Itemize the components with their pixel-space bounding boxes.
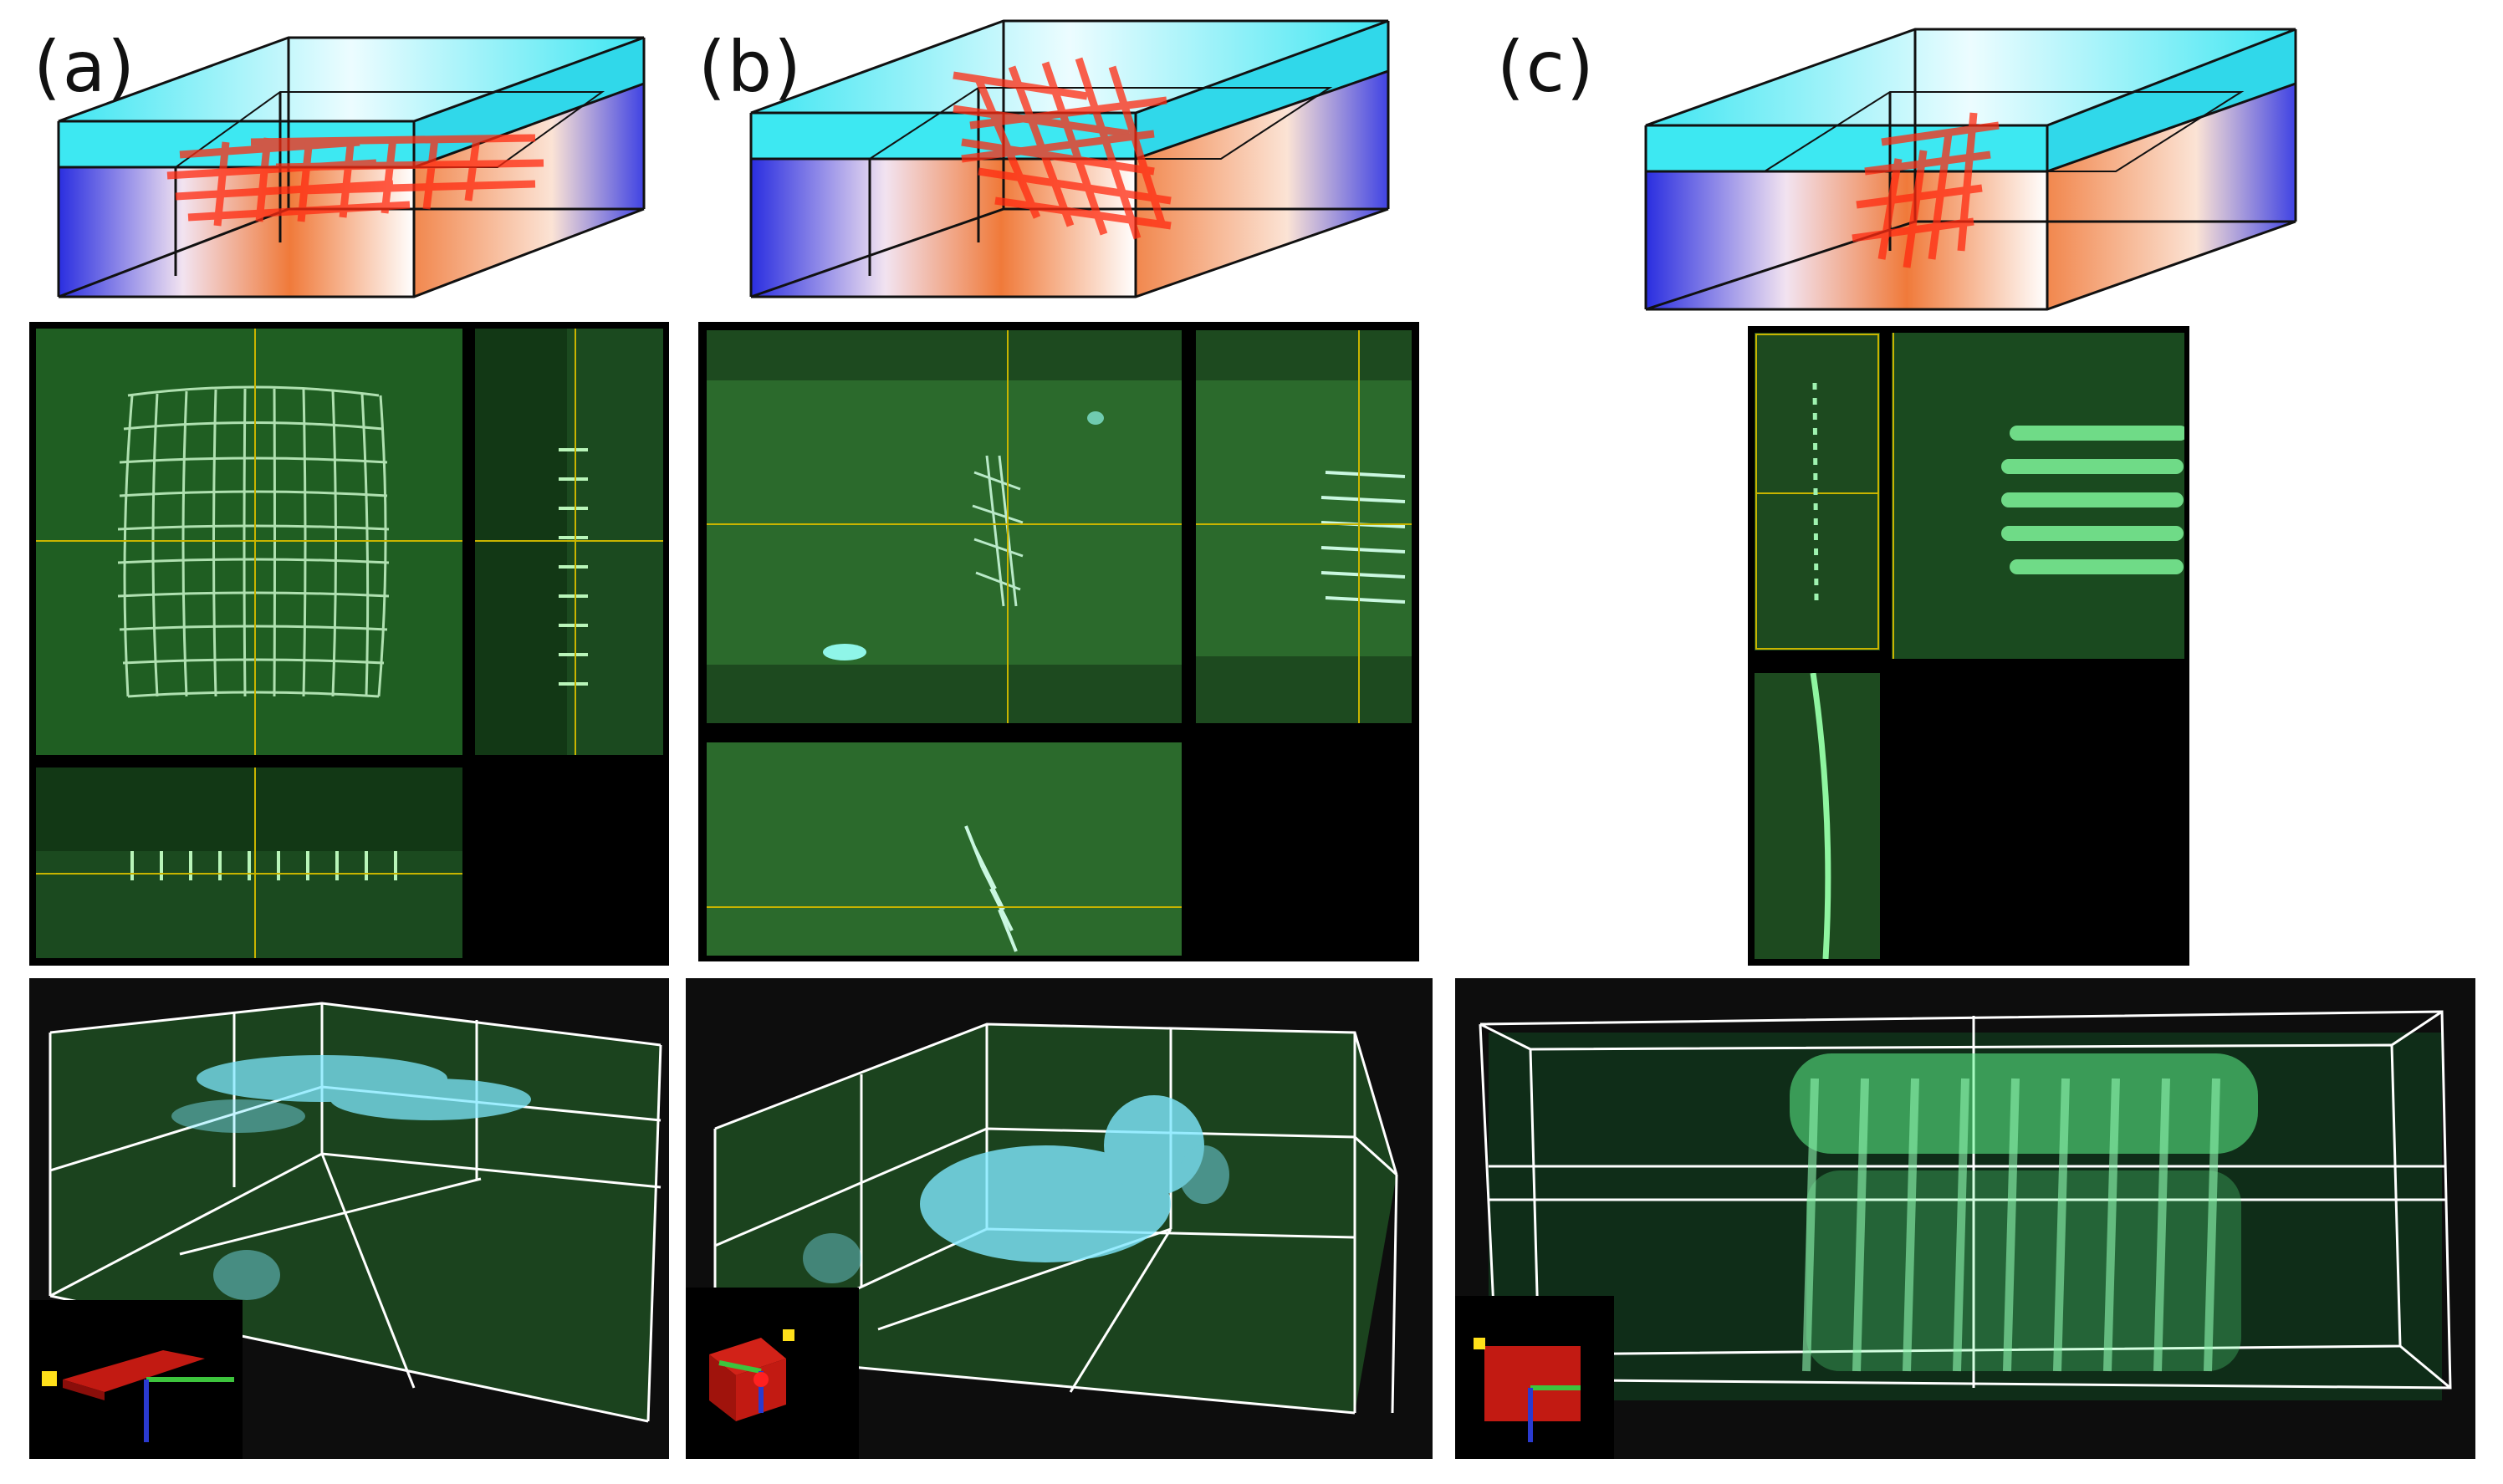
render-3d-b-scene [686, 1022, 1398, 1459]
panel-label-c: (c) [1497, 26, 1596, 108]
ortho-yz-b [1196, 330, 1412, 723]
panel-label-b: (b) [698, 26, 803, 108]
ortho-yz-a [475, 329, 663, 755]
ortho-xy-c [1755, 333, 1880, 650]
render-3d-c-scene [1455, 1010, 2452, 1459]
laser-lattice-a [166, 134, 544, 227]
ortho-yz-c [1892, 333, 2184, 659]
ortho-xy-b [707, 330, 1182, 723]
bounding-box-icon-c [1479, 1010, 2452, 1390]
cell-blob [823, 644, 866, 660]
orientation-axes-icon [42, 1350, 234, 1442]
lattice-3d-b [803, 1095, 1229, 1283]
ortho-xz-b [707, 742, 1182, 956]
laser-lattice-b [953, 57, 1172, 240]
schematic-box-a [57, 36, 646, 298]
ortho-xz-a [36, 767, 462, 958]
grid-lattice-a [117, 385, 390, 698]
ortho-xy-a [36, 329, 462, 755]
lattice-3d-a [171, 1055, 531, 1300]
ortho-xz-c [1755, 673, 1880, 959]
schematic-row [57, 19, 2297, 311]
laser-lattice-c [1852, 112, 2000, 268]
schematic-box-c [1644, 28, 2297, 311]
render-3d-a-scene [29, 1002, 662, 1459]
orientation-axes-icon-b [709, 1329, 794, 1421]
panel-label-a: (a) [33, 26, 137, 108]
orientation-axes-icon-c [1474, 1338, 1581, 1442]
schematic-box-b [749, 19, 1390, 298]
